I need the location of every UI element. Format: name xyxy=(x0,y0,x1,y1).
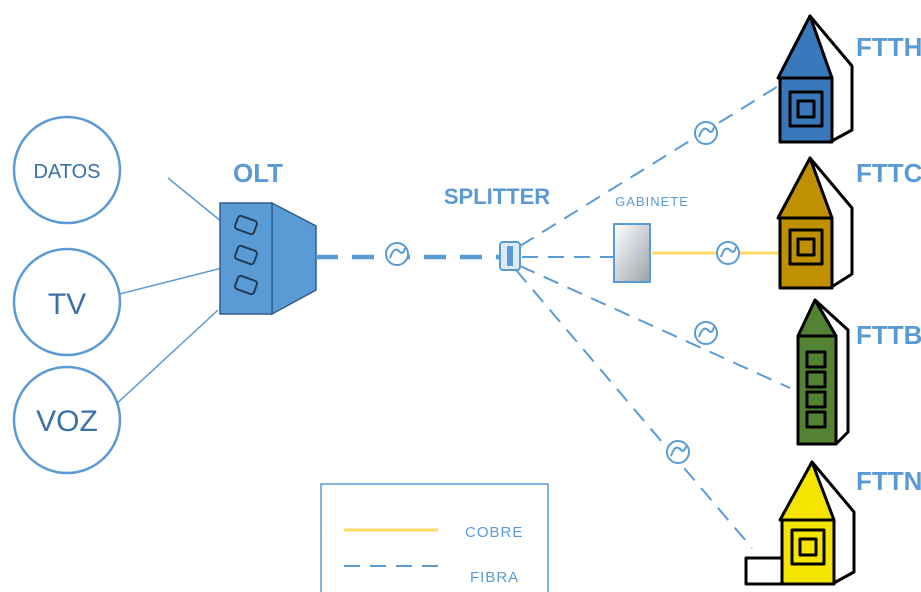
voz-olt-link xyxy=(111,309,219,409)
fttb-building-icon xyxy=(796,298,850,446)
olt-label: OLT xyxy=(233,158,283,188)
ftth-label: FTTH xyxy=(856,32,921,62)
fiber-branch-fttb xyxy=(519,265,791,389)
fiber-connector-icon xyxy=(694,121,718,145)
datos-olt-link xyxy=(167,177,223,223)
splitter-label: SPLITTER xyxy=(444,184,550,209)
datos-label: DATOS xyxy=(33,161,100,183)
tv-olt-link xyxy=(103,267,223,299)
legend: COBRE FIBRA xyxy=(320,483,549,592)
voz-label: VOZ xyxy=(36,405,98,438)
fttn-label: FTTN xyxy=(856,466,921,496)
legend-cobre-label: COBRE xyxy=(465,524,523,541)
gabinete-box xyxy=(613,223,651,283)
fiber-branch-fttn xyxy=(515,269,753,549)
fttc-label: FTTC xyxy=(856,158,921,188)
fttb-label: FTTB xyxy=(856,320,921,350)
splitter-device xyxy=(499,241,521,271)
tv-label: TV xyxy=(48,288,86,321)
fiber-branch-ftth xyxy=(519,79,789,247)
fttn-house-icon xyxy=(744,460,856,586)
fttc-house-icon xyxy=(776,156,854,290)
olt-device xyxy=(219,201,317,316)
legend-fibra-label: FIBRA xyxy=(470,569,519,586)
gabinete-label: GABINETE xyxy=(615,194,689,209)
ftth-house-icon xyxy=(776,14,854,144)
fiber-connector-icon xyxy=(694,321,718,345)
fiber-connector-icon xyxy=(385,242,409,266)
fiber-connector-icon xyxy=(666,440,690,464)
voz-node: VOZ xyxy=(12,365,122,475)
datos-node: DATOS xyxy=(12,115,122,225)
copper-connector-icon xyxy=(716,241,740,265)
tv-node: TV xyxy=(12,247,122,357)
